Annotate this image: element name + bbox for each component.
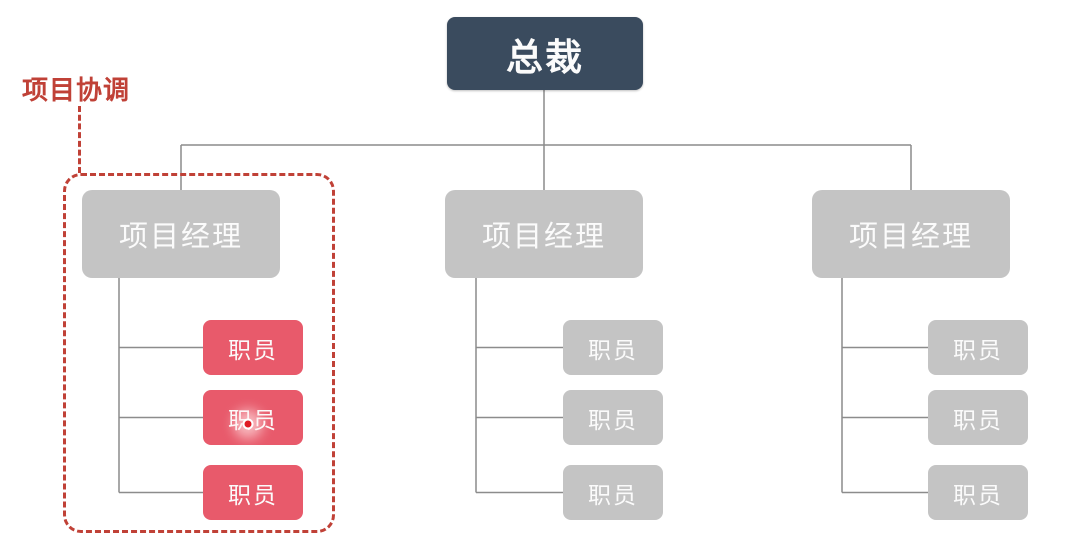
manager-node-2[interactable]: 项目经理 [445, 190, 643, 278]
staff-node-2-1[interactable]: 职员 [563, 320, 663, 375]
coordination-region-outline [63, 173, 335, 533]
staff-node-2-2[interactable]: 职员 [563, 390, 663, 445]
staff-node-1-2[interactable]: 职员 [203, 390, 303, 445]
manager-node-3[interactable]: 项目经理 [812, 190, 1010, 278]
connector-path [118, 90, 928, 494]
manager-node-1[interactable]: 项目经理 [82, 190, 280, 278]
annotation-dashed-line [78, 106, 81, 173]
root-node-president[interactable]: 总裁 [447, 17, 643, 90]
staff-node-3-1[interactable]: 职员 [928, 320, 1028, 375]
staff-node-3-3[interactable]: 职员 [928, 465, 1028, 520]
staff-node-1-3[interactable]: 职员 [203, 465, 303, 520]
cursor-click-indicator [242, 418, 254, 430]
staff-node-3-2[interactable]: 职员 [928, 390, 1028, 445]
staff-node-2-3[interactable]: 职员 [563, 465, 663, 520]
coordination-label: 项目协调 [22, 75, 131, 105]
staff-node-1-1[interactable]: 职员 [203, 320, 303, 375]
